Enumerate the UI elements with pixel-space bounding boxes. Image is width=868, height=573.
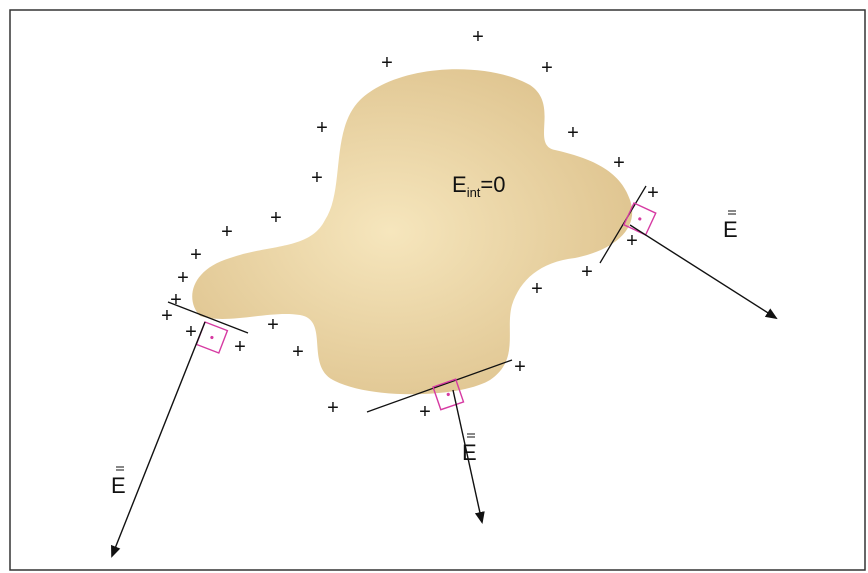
charge-plus: + [647,182,659,204]
charge-plus: + [381,52,393,74]
charge-plus: + [327,397,339,419]
charge-plus: + [267,314,279,336]
charge-plus: + [221,221,233,243]
charge-plus: + [531,278,543,300]
charge-plus: + [567,122,579,144]
charge-plus: + [161,305,173,327]
field-label-right-text: E [723,217,738,242]
charge-plus: + [270,207,282,229]
interior-field-subscript: int [467,185,481,200]
interior-field-symbol: E [452,172,467,197]
charge-plus: + [514,356,526,378]
charge-plus: + [581,261,593,283]
charge-plus: + [419,401,431,423]
charge-plus: + [541,57,553,79]
charge-plus: + [292,341,304,363]
field-label-bottom-text: E [462,440,477,465]
charge-plus: + [311,167,323,189]
field-label-left-text: E [111,473,126,498]
charge-plus: + [626,230,638,252]
charge-plus: + [190,244,202,266]
interior-field-value: =0 [480,172,505,197]
charge-plus: + [316,117,328,139]
charge-plus: + [234,336,246,358]
charge-plus: + [177,267,189,289]
charge-plus: + [185,321,197,343]
charge-plus: + [472,26,484,48]
charge-plus: + [613,152,625,174]
